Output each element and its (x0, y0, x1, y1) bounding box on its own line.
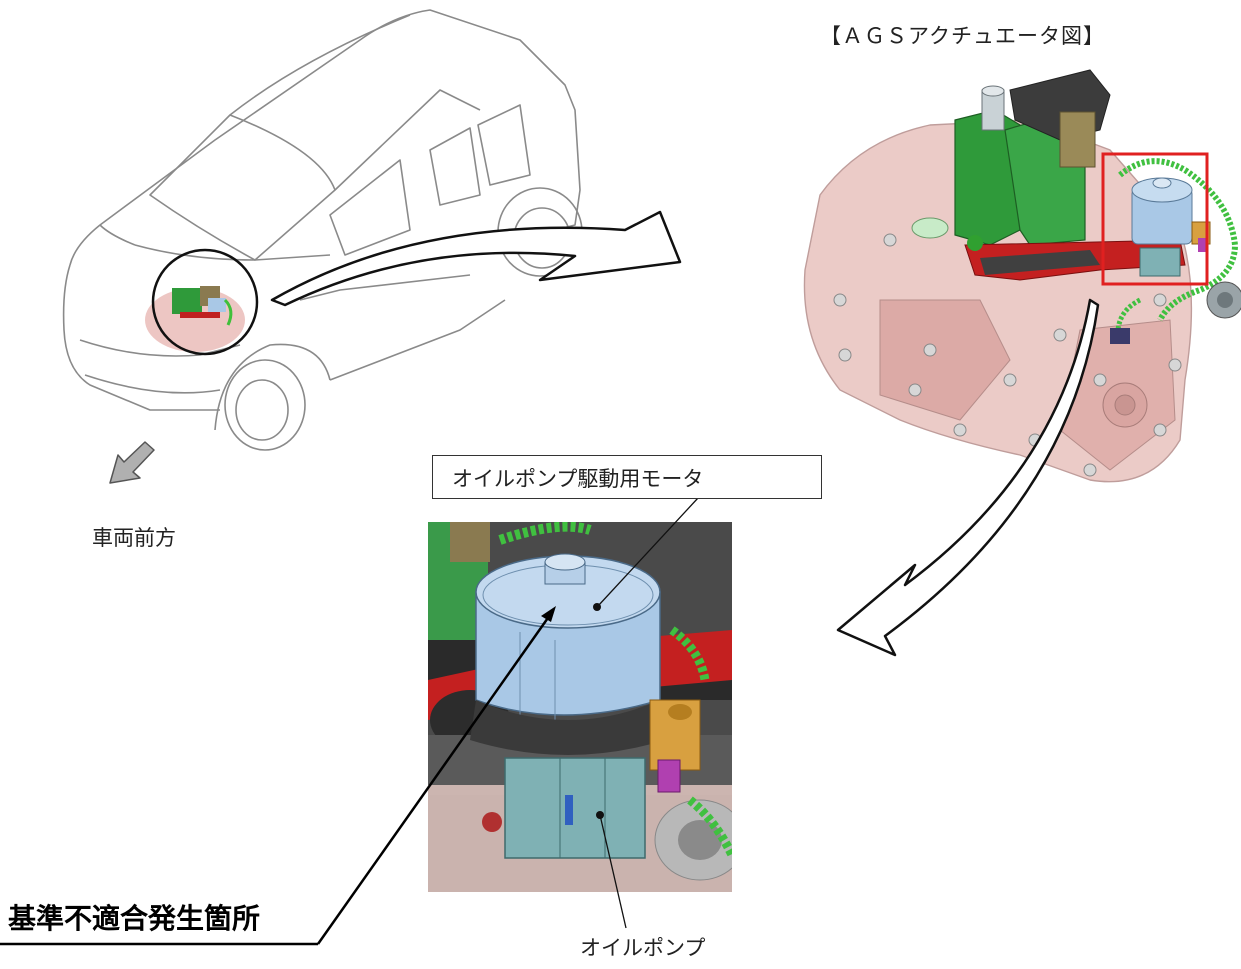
highlight-rectangle (1101, 152, 1209, 286)
closeup-illustration (428, 522, 732, 892)
vehicle-front-arrow (109, 441, 155, 484)
diagram-title: 【ＡＧＳアクチュエータ図】 (820, 24, 1105, 48)
motor-label-box (432, 455, 822, 499)
motor-label: オイルポンプ駆動用モータ (452, 467, 704, 491)
ags-actuator-illustration (803, 69, 1241, 483)
leader-lines (597, 497, 699, 929)
engine-thumbnail (145, 286, 245, 352)
zoom-arrow-2 (836, 298, 1100, 657)
nonconformity-pointer (0, 606, 556, 946)
vehicle-front-label: 車両前方 (92, 526, 176, 550)
nonconformity-label: 基準不適合発生箇所 (8, 902, 261, 935)
pump-pointer-dot (596, 811, 604, 819)
highlight-circle (151, 248, 259, 356)
motor-pointer-dot (593, 603, 601, 611)
pump-label: オイルポンプ (580, 936, 706, 960)
zoom-arrow-1 (270, 210, 682, 307)
